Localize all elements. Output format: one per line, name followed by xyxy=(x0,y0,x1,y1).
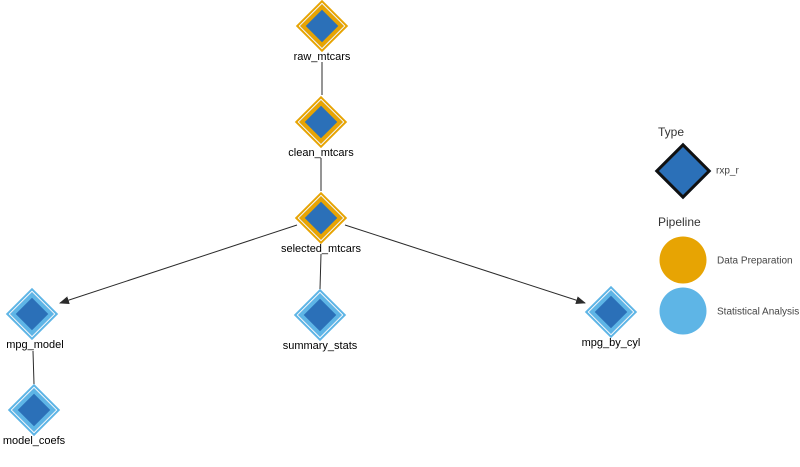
edge-selected-mpgmodel xyxy=(59,224,298,304)
legend-pipeline-title: Pipeline xyxy=(658,215,701,229)
node-label-selected_mtcars: selected_mtcars xyxy=(280,243,362,255)
node-label-model_coefs: model_coefs xyxy=(2,435,66,447)
edge-selected-summary xyxy=(319,253,322,290)
diamond-icon xyxy=(7,383,61,437)
node-label-raw_mtcars: raw_mtcars xyxy=(293,51,351,63)
node-summary_stats[interactable] xyxy=(293,288,347,342)
node-label-summary_stats: summary_stats xyxy=(282,340,358,352)
legend-statistical-analysis-label: Statistical Analysis xyxy=(717,306,800,318)
legend-rxp-r-label: rxp_r xyxy=(716,165,739,177)
diamond-icon xyxy=(294,95,348,149)
diamond-icon xyxy=(295,0,349,53)
diamond-icon xyxy=(5,287,59,341)
edge-mpgmodel-coefs xyxy=(32,350,35,385)
node-label-mpg_model: mpg_model xyxy=(6,339,64,351)
node-mpg_by_cyl[interactable] xyxy=(584,285,638,339)
node-model_coefs[interactable] xyxy=(7,383,61,437)
diamond-icon xyxy=(293,288,347,342)
legend-type-title: Type xyxy=(658,125,685,139)
legend-data-preparation-label: Data Preparation xyxy=(717,255,793,267)
node-mpg_model[interactable] xyxy=(5,287,59,341)
node-label-clean_mtcars: clean_mtcars xyxy=(288,147,354,159)
legend-statistical-analysis-circle-icon xyxy=(659,287,707,335)
diamond-icon xyxy=(584,285,638,339)
node-clean_mtcars[interactable] xyxy=(294,95,348,149)
legend-data-preparation-circle-icon xyxy=(659,236,707,284)
node-selected_mtcars[interactable] xyxy=(294,191,348,245)
node-label-mpg_by_cyl: mpg_by_cyl xyxy=(581,337,641,349)
node-raw_mtcars[interactable] xyxy=(295,0,349,53)
edge-selected-mpgbycyl xyxy=(344,224,586,305)
diamond-icon xyxy=(294,191,348,245)
